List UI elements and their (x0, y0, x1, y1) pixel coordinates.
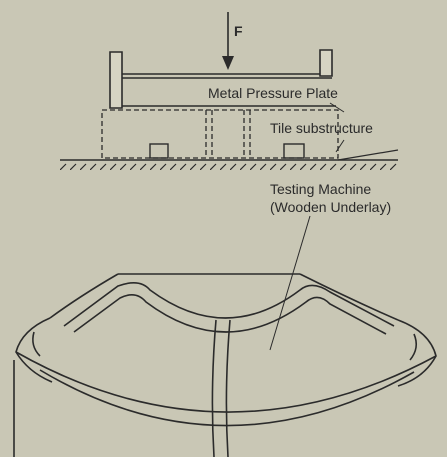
wooden-underlay (60, 149, 399, 171)
label-tile-substructure: Tile substructure (270, 120, 373, 136)
force-arrow (222, 12, 234, 70)
tile-substructure (101, 109, 339, 159)
substructure-feet (149, 143, 305, 159)
label-metal-pressure-plate: Metal Pressure Plate (208, 85, 338, 101)
leader-lines (269, 102, 345, 351)
tile-cross-section (13, 273, 437, 457)
force-label: F (234, 23, 243, 39)
metal-pressure-plate (109, 49, 336, 109)
label-testing-machine: Testing Machine (270, 181, 371, 197)
label-wooden-underlay: (Wooden Underlay) (270, 199, 391, 215)
